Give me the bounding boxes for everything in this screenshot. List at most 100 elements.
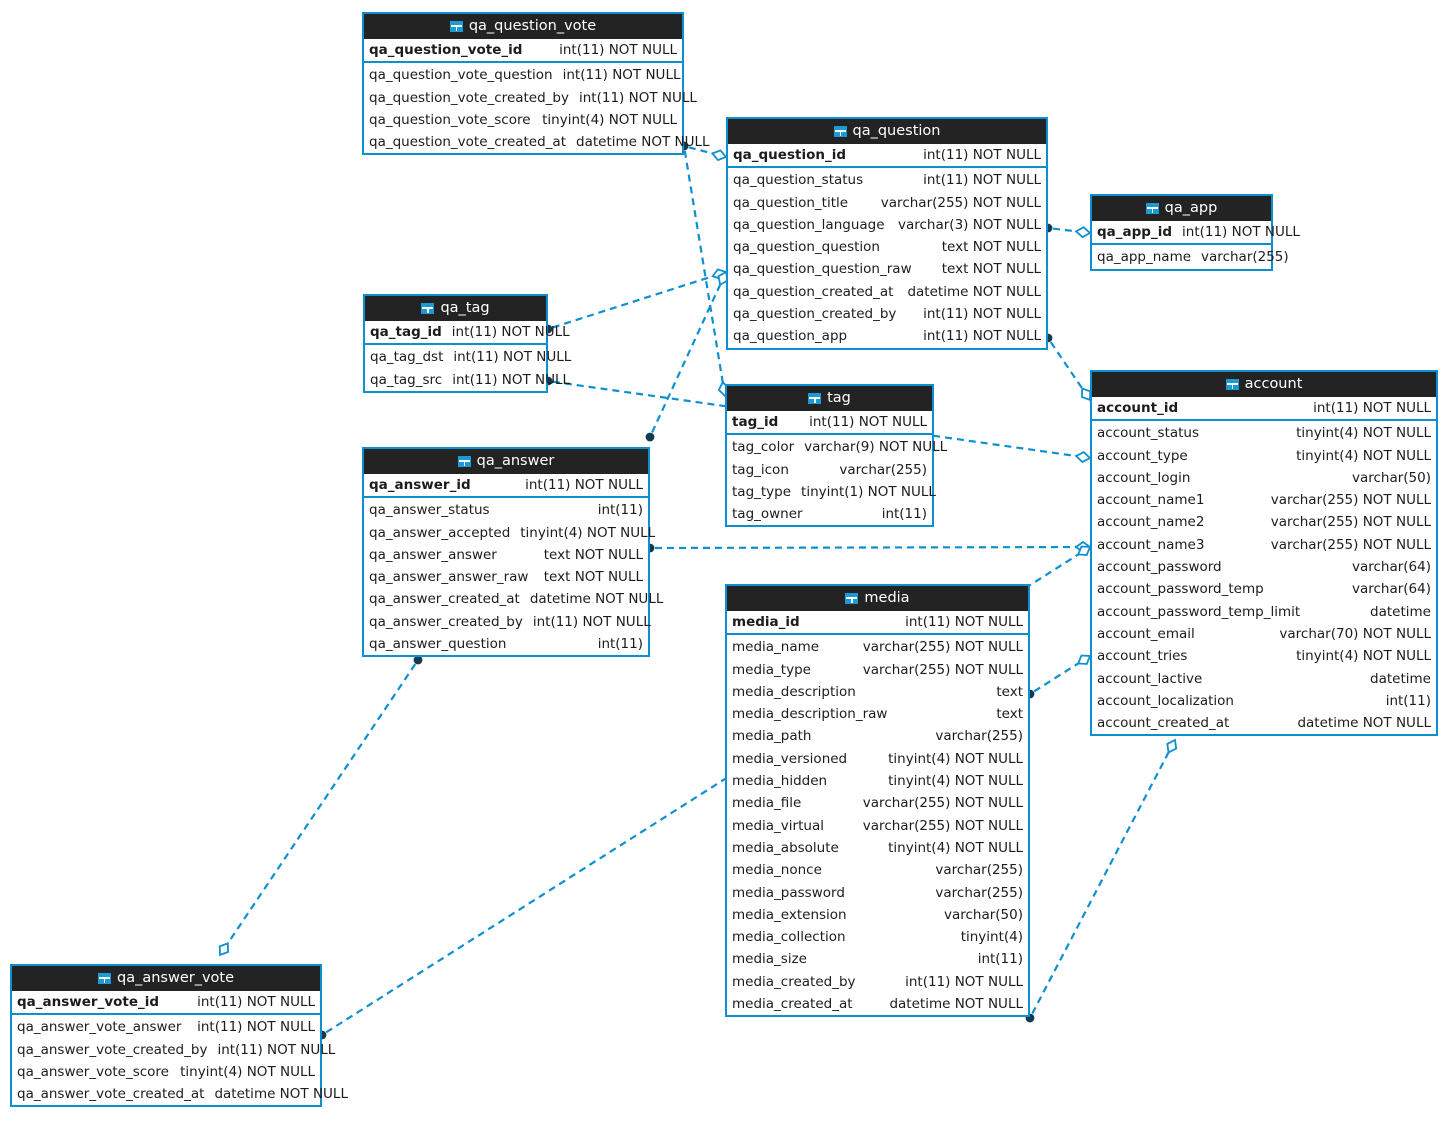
table-header-qa_question_vote[interactable]: qa_question_vote — [364, 14, 682, 39]
column-type: int(11) — [597, 502, 643, 519]
relation-qa_answer-to-account — [645, 540, 1092, 554]
table-header-account[interactable]: account — [1092, 372, 1436, 397]
relation-line — [654, 545, 1078, 550]
table-header-qa_tag[interactable]: qa_tag — [365, 296, 546, 321]
table-icon — [421, 303, 435, 314]
table-header-qa_answer[interactable]: qa_answer — [364, 449, 648, 474]
column-name: account_tries — [1097, 648, 1188, 665]
column-name: tag_icon — [732, 461, 789, 478]
table-title: qa_answer — [476, 453, 555, 469]
table-header-qa_answer_vote[interactable]: qa_answer_vote — [12, 966, 320, 991]
column-type: text NOT NULL — [941, 261, 1041, 278]
column-type: tinyint(4) NOT NULL — [180, 1063, 315, 1080]
relation-qa_tag-to-qa_question — [543, 268, 728, 334]
table-header-media[interactable]: media — [727, 586, 1028, 611]
table-header-qa_question[interactable]: qa_question — [728, 119, 1046, 144]
column-name: media_description_raw — [732, 706, 888, 723]
column-type: varchar(255) — [935, 728, 1023, 745]
table-header-tag[interactable]: tag — [727, 386, 932, 411]
table-header-qa_app[interactable]: qa_app — [1092, 196, 1271, 221]
